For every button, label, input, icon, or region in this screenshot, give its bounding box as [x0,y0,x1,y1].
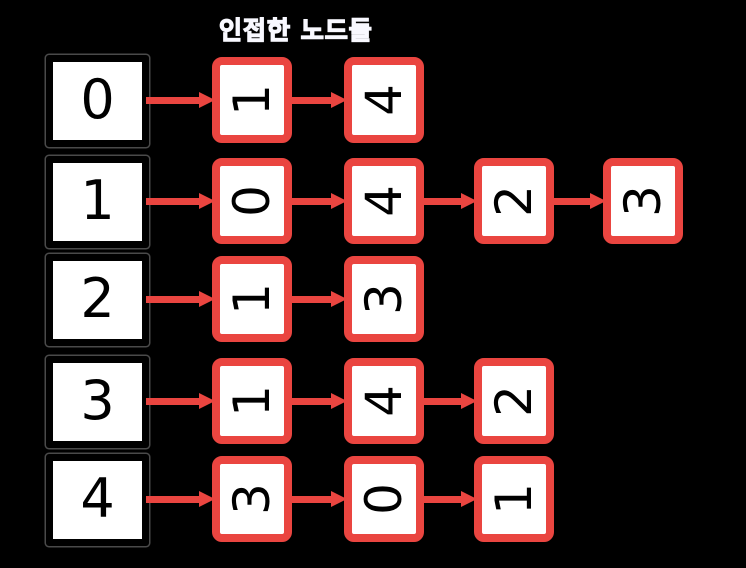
adjacent-node-label: 3 [614,185,672,217]
arrow-shaft [146,96,199,104]
arrow-head [331,193,347,209]
arrow-icon [146,92,215,108]
adjacent-node-label: 4 [355,385,413,417]
arrow-icon [290,291,347,307]
arrow-icon [146,193,215,209]
adjacent-node-label: 3 [355,283,413,315]
arrow-head [331,291,347,307]
arrow-shaft [290,295,331,303]
adjacent-node-box: 1 [212,256,292,342]
arrow-shaft [290,197,331,205]
arrow-icon [290,193,347,209]
node-box: 1 [46,156,149,248]
adjacent-node-label: 1 [485,483,543,515]
arrow-head [199,193,215,209]
arrow-head [461,193,477,209]
arrow-shaft [290,397,331,405]
node-label: 2 [80,267,115,330]
adjacent-node-box: 3 [212,456,292,542]
adjacent-node-label: 4 [355,185,413,217]
node-box: 2 [46,254,149,346]
arrow-head [461,393,477,409]
arrow-icon [146,491,215,507]
arrow-shaft [290,495,331,503]
adjacent-node-box: 2 [474,158,554,244]
arrow-shaft [290,96,331,104]
arrow-icon [146,291,215,307]
diagram-title: 인접한 노드들 [218,15,373,45]
arrow-shaft [146,495,199,503]
adjacency-row-0: 0 1 4 [0,55,746,147]
adjacent-node-box: 1 [474,456,554,542]
arrow-shaft [146,295,199,303]
adjacent-node-label: 1 [223,385,281,417]
adjacent-node-box: 3 [603,158,683,244]
node-box: 3 [46,356,149,448]
adjacent-node-box: 4 [344,358,424,444]
adjacent-node-box: 3 [344,256,424,342]
arrow-icon [290,491,347,507]
arrow-icon [146,393,215,409]
arrow-icon [290,92,347,108]
arrow-head [331,393,347,409]
adjacent-node-label: 4 [355,84,413,116]
adjacency-row-3: 3 1 4 2 [0,356,746,448]
node-label: 0 [80,68,115,131]
arrow-head [461,491,477,507]
adjacent-node-box: 0 [344,456,424,542]
arrow-head [331,92,347,108]
node-box: 4 [46,454,149,546]
adjacent-node-box: 4 [344,158,424,244]
arrow-icon [422,193,477,209]
arrow-head [199,393,215,409]
node-label: 1 [80,169,115,232]
adjacency-row-2: 2 1 3 [0,254,746,346]
node-box: 0 [46,55,149,147]
arrow-shaft [146,197,199,205]
arrow-shaft [422,495,461,503]
node-label: 3 [80,369,115,432]
adjacent-node-label: 2 [485,185,543,217]
arrow-icon [552,193,606,209]
arrow-head [199,92,215,108]
arrow-shaft [422,197,461,205]
adjacent-node-label: 1 [223,84,281,116]
arrow-head [331,491,347,507]
adjacency-row-4: 4 3 0 1 [0,454,746,546]
arrow-shaft [146,397,199,405]
node-label: 4 [80,467,115,530]
adjacent-node-label: 3 [223,483,281,515]
adjacent-node-box: 1 [212,358,292,444]
adjacent-node-box: 4 [344,57,424,143]
arrow-shaft [552,197,590,205]
adjacent-node-label: 0 [355,483,413,515]
adjacency-row-1: 1 0 4 2 3 [0,156,746,248]
adjacent-node-box: 0 [212,158,292,244]
arrow-head [590,193,606,209]
arrow-head [199,491,215,507]
arrow-head [199,291,215,307]
adjacent-node-label: 1 [223,283,281,315]
adjacent-node-box: 2 [474,358,554,444]
arrow-shaft [422,397,461,405]
adjacent-node-label: 2 [485,385,543,417]
arrow-icon [422,491,477,507]
arrow-icon [422,393,477,409]
adjacent-node-label: 0 [223,185,281,217]
adjacent-node-box: 1 [212,57,292,143]
arrow-icon [290,393,347,409]
